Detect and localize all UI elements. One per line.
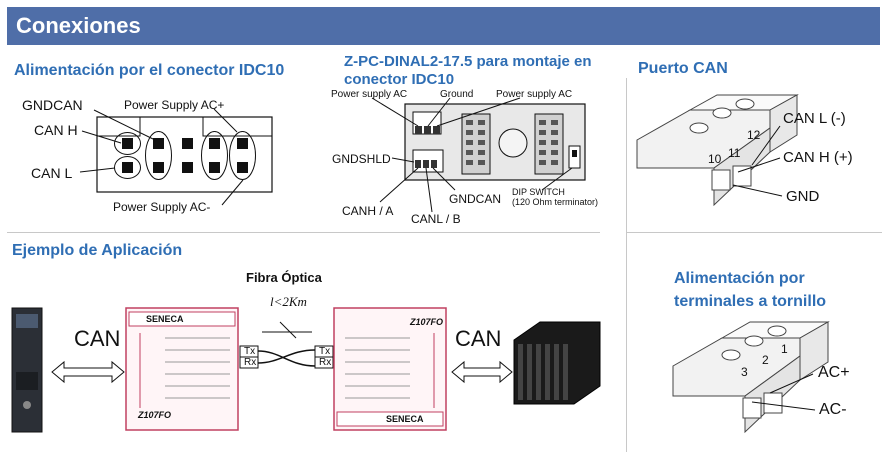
ps-ac-minus-label: Power Supply AC- xyxy=(113,200,211,214)
screw-terminal-title-line1: Alimentación por xyxy=(674,270,805,287)
canh-a-label: CANH / A xyxy=(342,204,394,218)
idc10-section-title: Alimentación por el conector IDC10 xyxy=(14,62,285,79)
gndshld-label: GNDSHLD xyxy=(332,152,391,166)
dip-switch-sublabel: (120 Ohm terminator) xyxy=(512,197,599,207)
dip-switch-label: DIP SWITCH xyxy=(512,187,565,197)
canl-label: CAN L xyxy=(31,165,73,181)
rx-left-label: Rx xyxy=(244,357,257,368)
horizontal-divider-left xyxy=(7,232,600,233)
can-port-canl-label: CAN L (-) xyxy=(783,110,846,127)
terminal-11-label: 11 xyxy=(728,146,741,160)
distance-label: l<2Km xyxy=(270,294,307,309)
can-right-label: CAN xyxy=(455,326,502,351)
ac-plus-label: AC+ xyxy=(818,364,850,381)
application-section-title: Ejemplo de Aplicación xyxy=(12,242,183,259)
can-port-gnd-label: GND xyxy=(786,188,820,205)
horizontal-divider-right xyxy=(627,232,882,233)
screw-terminal-3-label: 3 xyxy=(741,365,748,379)
vertical-divider xyxy=(626,78,627,452)
ps-ac-left-label: Power supply AC xyxy=(331,89,408,100)
fibra-optica-label: Fibra Óptica xyxy=(246,270,322,285)
page-title: Conexiones xyxy=(16,13,141,38)
ps-ac-right-label: Power supply AC xyxy=(496,89,573,100)
terminal-10-label: 10 xyxy=(708,152,722,166)
screw-terminal-title-line2: terminales a tornillo xyxy=(674,293,827,310)
screw-terminal-1-label: 1 xyxy=(781,342,788,356)
terminal-12-label: 12 xyxy=(747,128,761,142)
tx-right-label: Tx xyxy=(319,346,331,357)
can-port-section-title: Puerto CAN xyxy=(638,60,728,77)
rx-right-label: Rx xyxy=(319,357,332,368)
canl-b-label: CANL / B xyxy=(411,212,461,226)
can-left-label: CAN xyxy=(74,326,121,351)
ground-label: Ground xyxy=(440,89,474,100)
ac-minus-label: AC- xyxy=(819,401,847,418)
header-bar xyxy=(7,7,880,45)
tx-left-label: Tx xyxy=(244,346,256,357)
dinal-gndcan-label: GNDCAN xyxy=(449,192,502,206)
model-left-label: Z107FO xyxy=(138,410,172,420)
brand-right-label: SENECA xyxy=(386,414,424,424)
gndcan-label: GNDCAN xyxy=(22,97,83,113)
dinal-section-title-line1: Z-PC-DINAL2-17.5 para montaje en xyxy=(344,53,592,70)
dinal-section-title-line2: conector IDC10 xyxy=(344,71,455,88)
screw-terminal-2-label: 2 xyxy=(762,353,769,367)
can-port-canh-label: CAN H (+) xyxy=(783,149,853,166)
canh-label: CAN H xyxy=(34,122,78,138)
model-right-label: Z107FO xyxy=(410,317,444,327)
brand-left-label: SENECA xyxy=(146,314,184,324)
ps-ac-plus-label: Power Supply AC+ xyxy=(124,98,225,112)
